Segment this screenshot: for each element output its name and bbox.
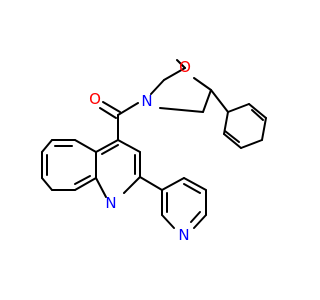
atom-n-quinoline: N	[105, 194, 116, 212]
bond-p-1	[161, 177, 185, 191]
canvas-background	[0, 0, 300, 300]
carbonyl-group	[99, 101, 139, 141]
bond-q-double-2	[101, 144, 119, 155]
bond-c-o-1	[102, 101, 121, 113]
bond-ch-ch2	[202, 89, 212, 113]
bond-q-6	[95, 139, 119, 153]
bond-q-1	[117, 139, 141, 153]
bond-ph-4	[240, 139, 263, 149]
morpholine-ring	[150, 59, 212, 113]
structure-canvas: O N O N N	[0, 0, 300, 300]
bond-q-4	[95, 177, 107, 198]
bond-b-3	[41, 139, 53, 153]
atom-n-morpholine: N	[141, 92, 152, 110]
quinoline-ring-benzo	[41, 139, 97, 191]
bond-o-ch	[193, 77, 212, 91]
bond-q-pyr	[139, 176, 163, 191]
bond-p-2	[183, 177, 207, 191]
atom-n-pyridine: N	[178, 226, 189, 244]
bond-b-7	[74, 177, 97, 191]
bond-ch-phenyl	[210, 89, 229, 113]
bond-b-5	[41, 177, 53, 191]
bond-p-5	[161, 214, 175, 229]
bond-p-double-2	[190, 211, 201, 223]
pyridine-ring	[139, 176, 207, 229]
bond-ph-double-2	[224, 130, 240, 143]
atom-o-morpholine: O	[179, 58, 191, 76]
bond-c-n	[117, 102, 139, 116]
molecule-structure: O N O N N	[0, 0, 300, 300]
bond-ch2-o	[176, 59, 186, 69]
atom-o-carbonyl: O	[89, 90, 101, 108]
bond-ch2-n	[159, 107, 204, 113]
bond-c-o-2	[99, 107, 117, 119]
bond-b-1	[74, 139, 97, 153]
bond-p-4	[193, 214, 207, 229]
bond-ph-1	[227, 103, 250, 113]
quinoline-ring-n	[95, 139, 141, 198]
bond-n-ch2-top	[150, 79, 165, 95]
phenyl-ring	[210, 89, 267, 149]
bond-ch2-ch2	[163, 67, 186, 81]
bond-ph-2	[248, 103, 267, 119]
bond-p-double-1	[183, 183, 201, 194]
bond-q-3	[123, 176, 141, 194]
bond-ph-double-1	[251, 109, 264, 121]
bond-ph-5	[223, 133, 242, 149]
bond-ph-3	[261, 117, 267, 141]
bond-b-double-3	[74, 175, 91, 185]
